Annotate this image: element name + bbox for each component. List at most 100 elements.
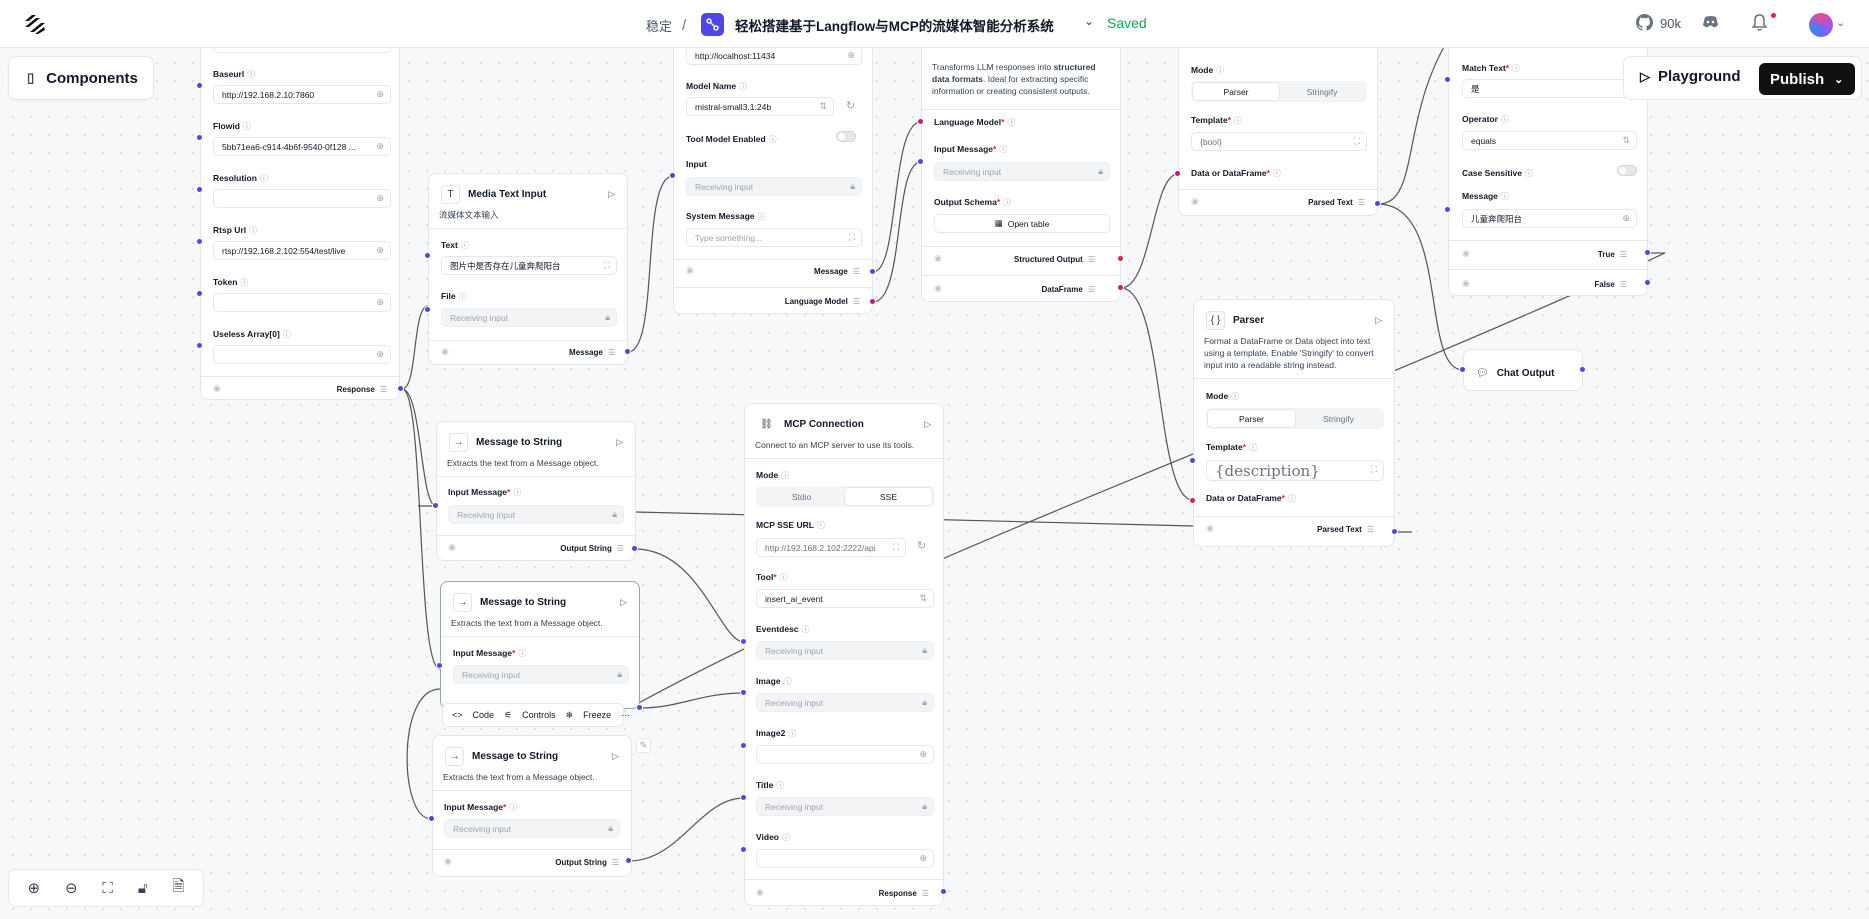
template-input[interactable]: {description}⛶ (1206, 460, 1384, 481)
port[interactable] (740, 846, 747, 853)
match-text-input[interactable]: 是 (1462, 79, 1637, 98)
chat-output-node[interactable]: 💬︎Chat Output (1463, 349, 1583, 391)
zoom-out-icon[interactable]: ⊖ (64, 880, 78, 897)
lock-icon[interactable]: 🔓︎ (137, 879, 148, 897)
chevron-down-icon[interactable]: ⌄ (1836, 17, 1846, 29)
port[interactable] (740, 794, 747, 801)
play-icon[interactable]: ▷ (616, 437, 623, 447)
port[interactable] (740, 742, 747, 749)
port[interactable] (740, 638, 747, 645)
eventdesc-input[interactable]: Receiving input🔒︎ (756, 641, 934, 660)
port[interactable] (1189, 457, 1196, 464)
resolution-input[interactable]: ⊕ (213, 189, 391, 208)
eye-icon[interactable]: ◉ (756, 887, 764, 897)
freeze-button[interactable]: Freeze (583, 710, 612, 720)
zoom-in-icon[interactable]: ⊕ (27, 880, 41, 897)
input-message-field[interactable]: Receiving input🔒︎ (934, 162, 1110, 181)
port[interactable] (740, 689, 747, 696)
port[interactable] (397, 385, 404, 392)
port[interactable] (1579, 366, 1586, 373)
edit-icon[interactable]: ✎ (636, 738, 651, 753)
langflow-logo-icon[interactable] (22, 12, 48, 36)
port[interactable] (869, 268, 876, 275)
mode-parser-option[interactable]: Parser (1193, 83, 1279, 100)
input-message-field[interactable]: Receiving input🔒︎ (453, 665, 629, 684)
flow-name[interactable]: 轻松搭建基于Langflow与MCP的流媒体智能分析系统 (735, 19, 1054, 34)
mode-stringify-option[interactable]: Stringify (1323, 413, 1354, 424)
port[interactable] (940, 888, 947, 895)
parser-node[interactable]: { }Parser▷ Format a DataFrame or Data ob… (1193, 299, 1395, 547)
message-to-string-node[interactable]: →Message to String▷ Extracts the text fr… (432, 735, 632, 877)
port[interactable] (1189, 497, 1196, 504)
breadcrumb-folder[interactable]: 稳定 (646, 19, 673, 34)
port[interactable] (196, 342, 203, 349)
port[interactable] (196, 82, 203, 89)
operator-select[interactable]: equals⇅ (1462, 131, 1637, 150)
port[interactable] (424, 252, 431, 259)
sliders-icon[interactable]: ⚟ (504, 709, 513, 720)
title-input[interactable]: Receiving input🔒︎ (756, 797, 934, 816)
mcp-connection-node[interactable]: ⛓MCP Connection▷ Connect to an MCP serve… (744, 403, 944, 906)
eye-icon[interactable]: ◉ (934, 253, 942, 263)
eye-icon[interactable]: ◉ (1206, 523, 1214, 533)
port[interactable] (196, 134, 203, 141)
discord-icon[interactable] (1702, 15, 1719, 29)
play-icon[interactable]: ▷ (1375, 315, 1382, 325)
port[interactable] (1117, 284, 1124, 291)
mode-sse-option[interactable]: SSE (845, 488, 932, 505)
useless-array-input[interactable]: ⊕ (213, 345, 391, 364)
text-input[interactable]: 图片中是否存在儿童奔爬阳台⛶ (441, 256, 617, 275)
port[interactable] (196, 290, 203, 297)
eye-icon[interactable]: ◉ (444, 856, 452, 866)
port[interactable] (1117, 255, 1124, 262)
structured-output-node[interactable]: Transforms LLM responses into structured… (921, 30, 1121, 302)
video-input[interactable]: ⊕ (756, 849, 934, 868)
eye-icon[interactable]: ◉ (448, 542, 456, 552)
port[interactable] (1644, 279, 1651, 286)
eye-icon[interactable]: ◉ (213, 383, 221, 393)
controls-button[interactable]: Controls (522, 710, 556, 720)
note-icon[interactable]: 🗎︎ (172, 877, 185, 895)
port[interactable] (1174, 170, 1181, 177)
playground-button[interactable]: ▷Playground (1640, 68, 1741, 85)
input-message-field[interactable]: Receiving input🔒︎ (444, 819, 620, 838)
bell-icon[interactable] (1752, 13, 1776, 31)
components-button[interactable]: ▯ Components (8, 56, 154, 100)
port[interactable] (625, 857, 632, 864)
fit-view-icon[interactable]: ⛶ (102, 879, 113, 897)
port[interactable] (428, 815, 435, 822)
baseurl-input[interactable]: http://192.168.2.10:7860⊕ (213, 85, 391, 104)
play-icon[interactable]: ▷ (612, 751, 619, 761)
message-to-string-node[interactable]: →Message to String▷ Extracts the text fr… (440, 581, 640, 709)
port[interactable] (669, 172, 676, 179)
eye-icon[interactable]: ◉ (1462, 248, 1470, 258)
port[interactable] (1391, 528, 1398, 535)
image-input[interactable]: Receiving input🔒︎ (756, 693, 934, 712)
eye-icon[interactable]: ◉ (1191, 196, 1199, 206)
port[interactable] (636, 704, 643, 711)
port[interactable] (436, 662, 443, 669)
play-icon[interactable]: ▷ (620, 597, 627, 607)
message-input[interactable]: 儿童奔爬阳台⊕ (1462, 209, 1637, 228)
file-input[interactable]: Receiving input🔒︎ (441, 308, 617, 327)
eye-icon[interactable]: ◉ (934, 283, 942, 293)
message-to-string-node[interactable]: →Message to String▷ Extracts the text fr… (436, 421, 636, 561)
input-message-field[interactable]: Receiving input🔒︎ (448, 505, 624, 524)
base-url-input[interactable]: http://localhost:11434⊕ (686, 46, 862, 65)
port[interactable] (631, 545, 638, 552)
port[interactable] (917, 158, 924, 165)
github-icon[interactable] (1636, 14, 1653, 31)
port[interactable] (196, 238, 203, 245)
template-input[interactable]: {bool}⛶ (1191, 132, 1367, 151)
port[interactable] (624, 348, 631, 355)
code-button[interactable]: Code (472, 710, 495, 720)
publish-button[interactable]: Publish⌄ (1759, 63, 1855, 95)
